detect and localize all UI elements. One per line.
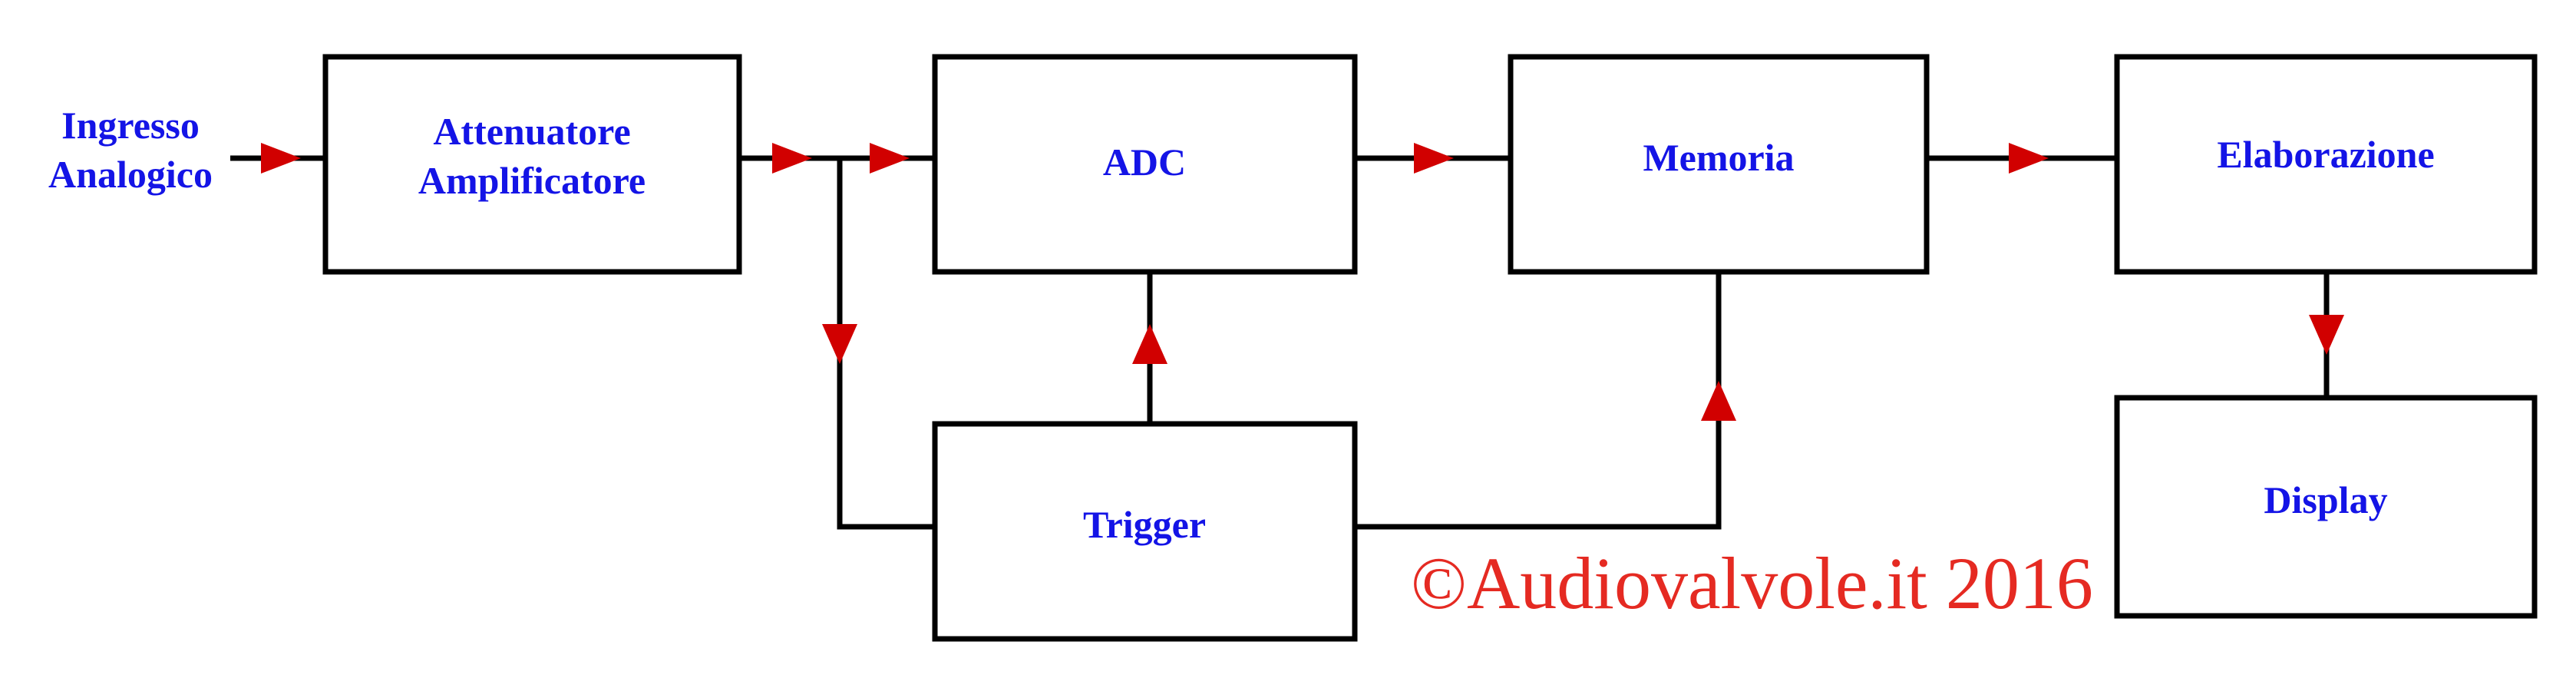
adc-block (932, 54, 1358, 275)
input-label-line2: Analogico (48, 153, 213, 196)
input-label-line1: Ingresso (61, 104, 200, 147)
adc-label: ADC (1103, 141, 1186, 184)
arrow-from-attenuatore (772, 143, 812, 174)
attenuatore-amplificatore-block (322, 54, 742, 275)
memoria-label: Memoria (1643, 136, 1794, 179)
arrow-into-memoria (1414, 143, 1454, 174)
arrow-into-elaborazione (2009, 143, 2049, 174)
arrow-down-to-trigger (822, 324, 857, 364)
attenuatore-label-line1: Attenuatore (433, 110, 630, 153)
arrow-up-into-memoria (1701, 381, 1736, 421)
arrow-into-adc (870, 143, 910, 174)
trigger-block (932, 421, 1358, 642)
arrow-into-attenuatore (261, 143, 301, 174)
signal-arrows (261, 143, 2344, 421)
memoria-block (1508, 54, 1930, 275)
display-block (2114, 395, 2538, 619)
elaborazione-label: Elaborazione (2217, 133, 2434, 176)
wire-trigger-to-memoria (1355, 272, 1722, 530)
elaborazione-block (2114, 54, 2538, 275)
arrow-up-into-adc (1132, 324, 1167, 364)
display-label: Display (2264, 478, 2387, 521)
wire-branch-to-trigger (837, 158, 935, 530)
attenuatore-label-line2: Amplificatore (418, 159, 646, 202)
arrow-down-to-display (2309, 315, 2344, 355)
trigger-label: Trigger (1083, 503, 1206, 546)
copyright-watermark: ©Audiovalvole.it 2016 (1411, 542, 2093, 624)
